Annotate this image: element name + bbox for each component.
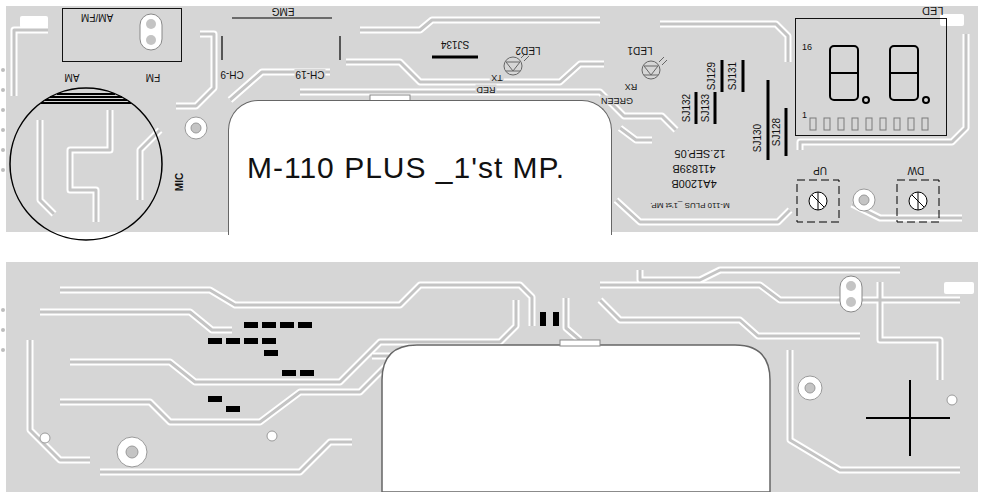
display-outline: LED161	[795, 18, 947, 136]
switch-position: CH-19	[295, 69, 326, 79]
switch-label: AM/FM	[81, 12, 113, 22]
switch-position: AM	[64, 72, 81, 82]
button-label: UP	[812, 165, 828, 175]
color-label: GREEN	[600, 96, 634, 105]
pin-number: 16	[802, 43, 812, 52]
jumper-label: SJ129	[707, 61, 717, 91]
part-number: 411839B	[671, 163, 716, 174]
led-label: LED1	[626, 45, 653, 55]
jumper-label: SJ131	[728, 61, 738, 91]
color-label: RED	[475, 85, 496, 94]
led-label: LED2	[514, 45, 541, 55]
signal-name: RX	[624, 82, 639, 91]
jumper-label: SJ133	[701, 93, 711, 123]
part-number: 4A1200B	[670, 178, 717, 189]
button-label: DW	[907, 165, 926, 175]
board-title: M-110 PLUS _1'st MP.	[247, 153, 565, 183]
date-code: 12.SEP.05	[673, 148, 726, 159]
display-label: LED	[922, 5, 943, 16]
connector-label: EMG	[271, 6, 296, 16]
jumper-label: SJ128	[772, 117, 782, 147]
board-cutout: M-110 PLUS _1'st MP.	[228, 100, 612, 235]
board-name: M-110 PLUS _1'st MP.	[649, 201, 731, 209]
jumper-label: SJ132	[682, 93, 692, 123]
signal-name: TX	[490, 73, 504, 82]
jumper-label: SJ130	[753, 123, 763, 153]
microphone-label: MIC	[175, 172, 185, 192]
switch-position: CH-9	[219, 69, 244, 79]
switch-outline: AM/FM	[62, 8, 182, 62]
switch-position: FM	[145, 72, 161, 82]
pin-number: 1	[802, 111, 807, 120]
jumper-label: SJ134	[440, 39, 470, 49]
